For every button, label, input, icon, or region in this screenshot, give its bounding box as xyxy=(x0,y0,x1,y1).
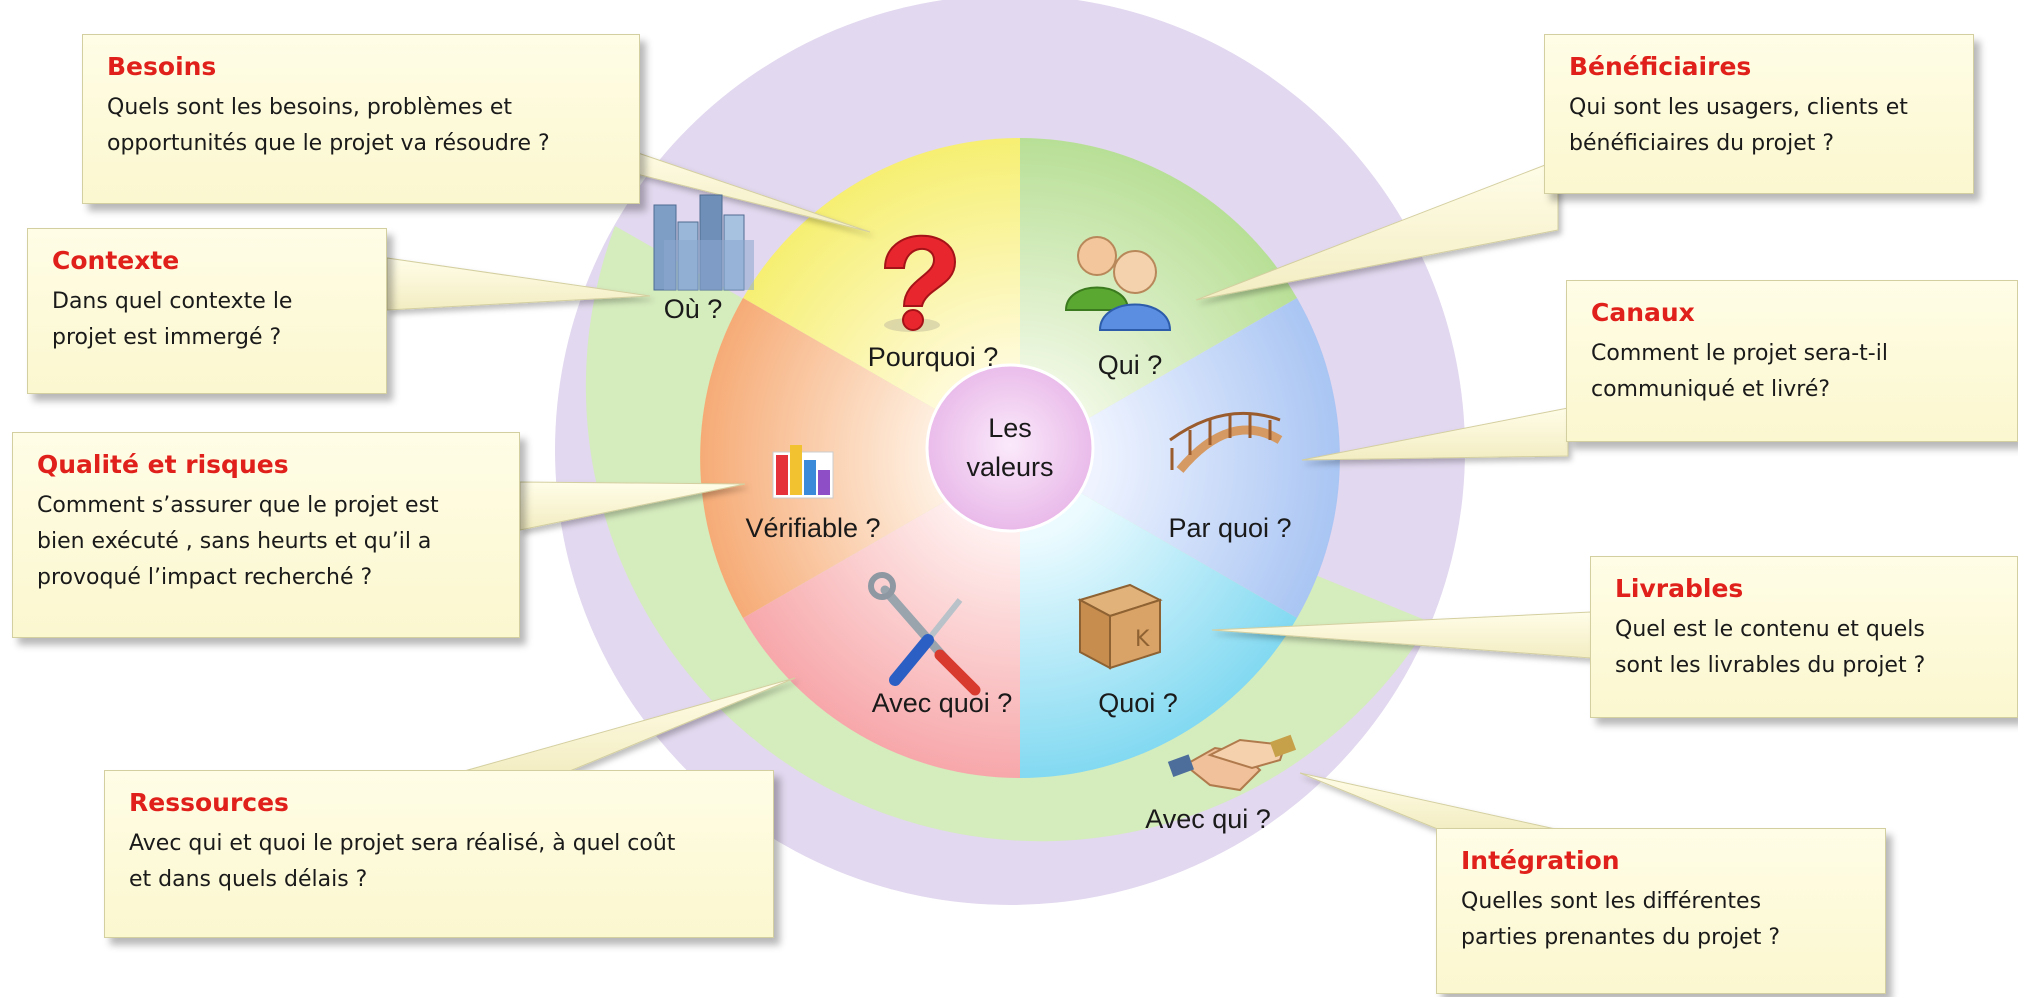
callout-title: Livrables xyxy=(1615,574,1744,603)
callout-text-line: Comment s’assurer que le projet est xyxy=(37,493,439,518)
pointer-beneficiaires xyxy=(1195,159,1559,301)
segment-label-quoi: Quoi ? xyxy=(1098,688,1178,718)
callout-text-line: Comment le projet sera-t-il xyxy=(1591,341,1888,366)
callout-title: Contexte xyxy=(52,246,180,275)
callout-title: Intégration xyxy=(1461,846,1620,875)
center-circle xyxy=(925,363,1095,533)
segment-avec-quoi xyxy=(743,458,1020,778)
callout-besoins: Besoins Quels sont les besoins, problème… xyxy=(82,34,640,204)
callout-text-line: sont les livrables du projet ? xyxy=(1615,653,1926,678)
question-mark-icon xyxy=(883,234,957,332)
callout-text-line: Dans quel contexte le xyxy=(52,289,293,314)
outer-label-avec-qui: Avec qui ? xyxy=(1145,804,1271,834)
pointer-integration xyxy=(1299,772,1561,831)
segment-label-avec-quoi: Avec quoi ? xyxy=(872,688,1013,718)
callout-text-line: Quel est le contenu et quels xyxy=(1615,617,1925,642)
callout-text-line: et dans quels délais ? xyxy=(129,867,368,892)
segment-label-qui: Qui ? xyxy=(1098,350,1163,380)
callout-qualite: Qualité et risques Comment s’assurer que… xyxy=(12,432,520,638)
svg-text:K: K xyxy=(1135,627,1150,652)
callout-integration: Intégration Quelles sont les différentes… xyxy=(1436,828,1886,994)
callout-title: Qualité et risques xyxy=(37,450,289,479)
callout-livrables: Livrables Quel est le contenu et quels s… xyxy=(1590,556,2018,718)
callout-title: Canaux xyxy=(1591,298,1695,327)
pointer-qualite xyxy=(519,481,746,531)
segment-label-verifiable: Vérifiable ? xyxy=(745,513,880,543)
center-label-line2: valeurs xyxy=(966,452,1053,482)
callout-text-line: provoqué l’impact recherché ? xyxy=(37,565,373,590)
segment-label-par-quoi: Par quoi ? xyxy=(1168,513,1291,543)
outer-label-ou: Où ? xyxy=(664,294,723,324)
pointer-contexte xyxy=(386,257,651,311)
segment-qui xyxy=(1020,138,1297,458)
callout-text-line: bénéficiaires du projet ? xyxy=(1569,131,1835,156)
callout-text-line: projet est immergé ? xyxy=(52,325,282,350)
buildings-icon xyxy=(653,194,754,291)
segment-label-pourquoi: Pourquoi ? xyxy=(868,342,999,372)
callout-text-line: Qui sont les usagers, clients et xyxy=(1569,95,1908,120)
tools-icon xyxy=(868,572,981,696)
handshake-icon xyxy=(1167,734,1297,792)
segment-par-quoi xyxy=(1020,298,1340,618)
callout-text-line: parties prenantes du projet ? xyxy=(1461,925,1781,950)
callout-text-line: communiqué et livré? xyxy=(1591,377,1831,402)
callout-text-line: bien exécuté , sans heurts et qu’il a xyxy=(37,529,432,554)
callout-contexte: Contexte Dans quel contexte le projet es… xyxy=(27,228,387,394)
callout-ressources: Ressources Avec qui et quoi le projet se… xyxy=(104,770,774,938)
bridge-icon xyxy=(1169,411,1283,473)
callout-title: Besoins xyxy=(107,52,217,81)
users-icon xyxy=(1064,236,1172,331)
callout-title: Ressources xyxy=(129,788,289,817)
center-label-line1: Les xyxy=(988,413,1032,443)
bar-chart-icon xyxy=(772,445,834,499)
callout-text-line: Quelles sont les différentes xyxy=(1461,889,1762,914)
callout-text-line: Quels sont les besoins, problèmes et xyxy=(107,95,513,120)
callout-beneficiaires: Bénéficiaires Qui sont les usagers, clie… xyxy=(1544,34,1974,194)
callout-title: Bénéficiaires xyxy=(1569,52,1752,81)
package-box-icon: K xyxy=(1077,583,1163,670)
callout-text-line: opportunités que le projet va résoudre ? xyxy=(107,131,550,156)
callout-text-line: Avec qui et quoi le projet sera réalisé,… xyxy=(129,831,676,856)
callout-canaux: Canaux Comment le projet sera-t-il commu… xyxy=(1566,280,2018,442)
segment-verifiable xyxy=(700,298,1020,618)
